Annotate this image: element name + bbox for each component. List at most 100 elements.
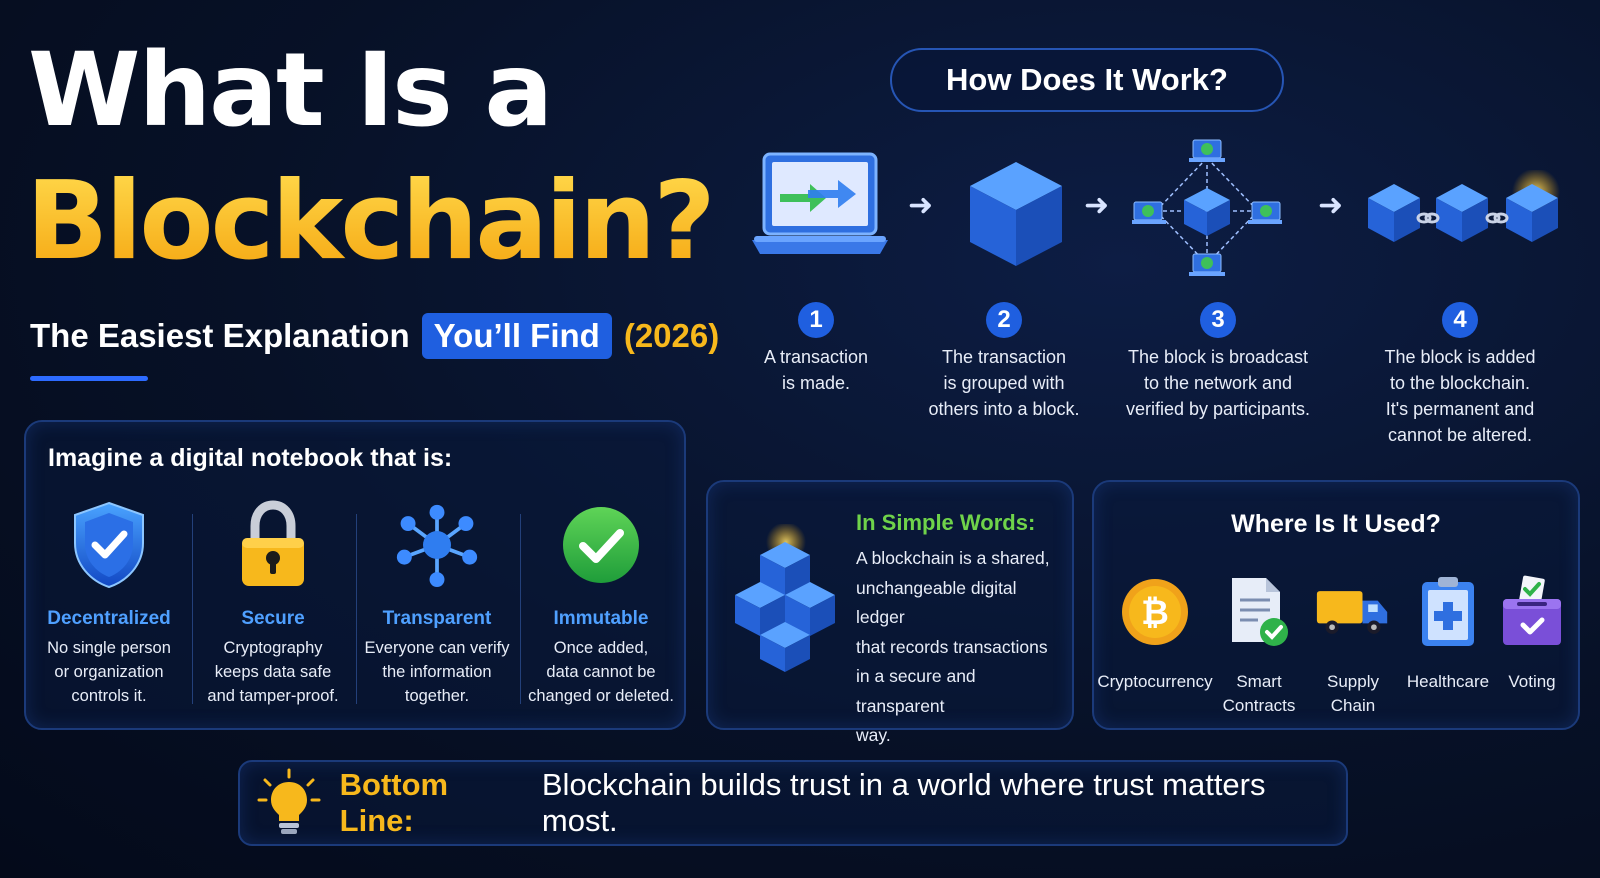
title-line-2: Blockchain?: [26, 159, 716, 284]
feature-desc-line: No single person: [47, 639, 171, 657]
simple-words-text: A blockchain is a shared, unchangeable d…: [856, 544, 1068, 751]
arrow-right-icon: ➜: [1084, 189, 1110, 222]
delivery-truck-icon: [1315, 574, 1391, 650]
step-desc-line: to the blockchain.: [1389, 373, 1531, 393]
title-line-1: What Is a: [28, 31, 553, 150]
step-desc-line: A transaction: [763, 347, 869, 367]
smart-contract-icon: [1221, 574, 1297, 650]
use-cryptocurrency: ₿ Cryptocurrency: [1096, 574, 1214, 694]
network-nodes-icon: [395, 500, 479, 590]
notebook-panel: Imagine a digital notebook that is: Dece…: [24, 420, 686, 730]
subtitle-year: (2026): [623, 317, 720, 354]
use-label: Supply Chain: [1300, 670, 1406, 718]
step-desc-line: The transaction: [941, 347, 1067, 367]
step-desc-line: The block is added: [1384, 347, 1536, 367]
step-number: 1: [798, 302, 834, 338]
use-voting: Voting: [1478, 574, 1586, 694]
simple-words-line: in a secure and transparent: [856, 666, 976, 716]
feature-desc: Everyone can verify the information toge…: [356, 636, 518, 708]
checkmark-circle-icon: [559, 500, 643, 590]
use-label-line: Cryptocurrency: [1097, 672, 1213, 691]
use-label: Voting: [1478, 670, 1586, 694]
step-desc: A transaction is made.: [706, 344, 926, 396]
block-cube-icon: [966, 158, 1066, 270]
feature-desc-line: the information: [382, 663, 492, 681]
feature-desc-line: changed or deleted.: [528, 687, 674, 705]
use-label: Healthcare: [1388, 670, 1508, 694]
where-used-panel: Where Is It Used? ₿ Cryptocurrency Smart…: [1092, 480, 1580, 730]
feature-name: Decentralized: [47, 608, 171, 629]
step-number: 3: [1200, 302, 1236, 338]
feature-decentralized: Decentralized No single person or organi…: [28, 500, 190, 708]
use-smart-contracts: Smart Contracts: [1206, 574, 1312, 718]
step-desc: The block is broadcast to the network an…: [1098, 344, 1338, 422]
use-label-line: Chain: [1330, 696, 1376, 715]
step-number: 4: [1442, 302, 1478, 338]
simple-words-line: A blockchain is a shared,: [856, 548, 1050, 568]
ballot-box-icon: [1494, 574, 1570, 650]
step-desc-line: It's permanent and: [1385, 399, 1535, 419]
bottom-line-bar: Bottom Line: Blockchain builds trust in …: [238, 760, 1348, 846]
feature-secure: Secure Cryptography keeps data safe and …: [192, 500, 354, 708]
simple-words-line: way.: [856, 725, 891, 745]
divider: [192, 514, 193, 704]
feature-desc: No single person or organization control…: [28, 636, 190, 708]
where-used-heading: Where Is It Used?: [1231, 510, 1441, 538]
feature-desc: Once added, data cannot be changed or de…: [520, 636, 682, 708]
simple-words-line: that records transactions: [856, 636, 1048, 657]
use-label-line: Supply: [1327, 672, 1379, 691]
bottom-line-label: Bottom Line:: [339, 767, 449, 838]
step-desc-line: is grouped with: [943, 373, 1065, 393]
feature-desc-line: keeps data safe: [214, 663, 332, 681]
step-desc-line: The block is broadcast: [1127, 347, 1309, 367]
feature-desc-line: data cannot be: [546, 663, 656, 681]
step-desc: The block is added to the blockchain. It…: [1350, 344, 1570, 448]
feature-desc-line: controls it.: [71, 687, 147, 705]
svg-text:₿: ₿: [1141, 593, 1169, 633]
divider: [356, 514, 357, 704]
step-desc-line: others into a block.: [928, 399, 1080, 419]
use-label-line: Voting: [1508, 672, 1556, 691]
step-desc-line: cannot be altered.: [1387, 425, 1533, 445]
use-label-line: Contracts: [1222, 696, 1296, 715]
use-healthcare: Healthcare: [1388, 574, 1508, 694]
padlock-icon: [231, 500, 315, 590]
subtitle-main: The Easiest Explanation: [30, 317, 410, 354]
bitcoin-icon: ₿: [1117, 574, 1193, 650]
feature-desc-line: together.: [404, 687, 470, 705]
feature-name: Transparent: [382, 608, 492, 629]
use-label-line: Smart: [1236, 672, 1282, 691]
chained-blocks-icon: [1366, 168, 1562, 260]
feature-desc-line: or organization: [54, 663, 164, 681]
feature-desc-line: and tamper-proof.: [207, 687, 339, 705]
laptop-transaction-icon: [750, 150, 890, 270]
step-number: 2: [986, 302, 1022, 338]
network-broadcast-icon: [1130, 136, 1284, 286]
feature-desc-line: Everyone can verify: [364, 639, 510, 657]
stacked-blocks-icon: [720, 522, 850, 674]
feature-desc: Cryptography keeps data safe and tamper-…: [192, 636, 354, 708]
step-desc-line: to the network and: [1143, 373, 1293, 393]
step-desc-line: verified by participants.: [1125, 399, 1311, 419]
use-supply-chain: Supply Chain: [1300, 574, 1406, 718]
feature-transparent: Transparent Everyone can verify the info…: [356, 500, 518, 708]
notebook-heading: Imagine a digital notebook that is:: [48, 444, 453, 472]
bottom-line-text: Blockchain builds trust in a world where…: [541, 767, 1266, 838]
simple-words-panel: In Simple Words: A blockchain is a share…: [706, 480, 1074, 745]
shield-check-icon: [67, 500, 151, 590]
step-desc-line: is made.: [781, 373, 851, 393]
use-label: Smart Contracts: [1206, 670, 1312, 718]
medical-clipboard-icon: [1410, 574, 1486, 650]
use-label-line: Healthcare: [1406, 672, 1490, 691]
subtitle-highlight: You’ll Find: [421, 313, 612, 359]
simple-words-heading: In Simple Words:: [856, 510, 1036, 535]
lightbulb-icon: [254, 768, 324, 838]
feature-immutable: Immutable Once added, data cannot be cha…: [520, 500, 682, 708]
how-heading: How Does It Work?: [890, 48, 1284, 112]
use-label: Cryptocurrency: [1096, 670, 1214, 694]
feature-desc-line: Cryptography: [223, 639, 323, 657]
step-desc: The transaction is grouped with others i…: [894, 344, 1114, 422]
divider: [520, 514, 521, 704]
feature-name: Immutable: [553, 608, 649, 629]
feature-name: Secure: [241, 608, 305, 629]
